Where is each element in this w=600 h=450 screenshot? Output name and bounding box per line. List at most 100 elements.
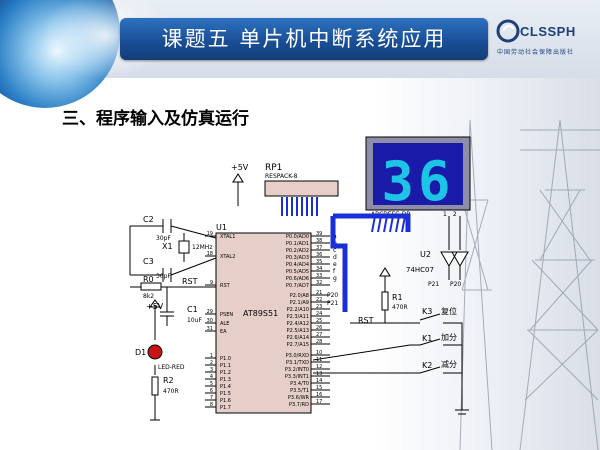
pin-name: P0.7/AD7 [286,283,309,289]
pin-name: P1.1 [220,363,231,369]
pin-number: 22 [316,297,322,303]
pin-name: P3.2/INT0 [285,367,309,373]
u2-label: U2 [420,250,431,259]
pin-number: 24 [316,311,322,317]
oscillator-circuit [129,219,217,421]
pin-number: 17 [316,399,322,405]
pin-name: P2.1/A9 [290,300,309,306]
pin-number: 7 [210,395,213,401]
bus-net-label: g [333,275,337,282]
pin-name: P0.3/AD3 [286,255,309,261]
pin-name: P1.4 [220,384,231,390]
pin-name: P3.6/WR [288,395,310,401]
pin-number: 14 [316,378,322,384]
k1-function: 加分 [441,332,457,342]
rst-right-label: RST [358,316,374,325]
pin-name: P1.3 [220,377,231,383]
pin-name: RST [220,283,231,289]
pin-name: EA [220,329,227,335]
pin-number: 32 [316,280,322,286]
pin-name: PSEN [220,312,233,318]
pin-number: 12 [316,364,322,370]
pin-name: P1.0 [220,356,231,362]
bus-ticks [281,197,406,233]
r1-value: 470R [392,304,408,311]
u1-part: AT89S51 [243,309,278,318]
led-d1-icon [147,344,163,360]
pin-name: P1.6 [220,398,231,404]
u1-name: U1 [216,223,227,232]
u2-type: 74HC07 [406,266,434,274]
pin-name: P2.7/A15 [287,342,309,348]
pin-name: P2.6/A14 [287,335,309,341]
pin-number: 4 [210,374,213,380]
pin-number: 29 [207,309,213,315]
pin-name: P3.0/RXD [286,353,310,359]
pin-number: 6 [210,388,213,394]
pin-number: 25 [316,318,322,324]
pin-number: 21 [316,290,322,296]
pin-name: P3.1/TXD [286,360,309,366]
k2-label: K2 [422,361,432,370]
pin-name: P2.4/A12 [287,321,309,327]
pin-name: P0.0/AD0 [286,234,309,240]
pin-number: 36 [316,252,322,258]
pin-number: 3 [210,367,213,373]
bus-net-label: e [333,261,337,268]
pin-name: P1.7 [220,405,231,411]
r0-value: 8k2 [143,293,154,300]
pin-number: 37 [316,245,322,251]
pin-name: P3.3/INT1 [285,374,309,380]
pin-number: 10 [316,350,322,356]
pin-number: 5 [210,381,213,387]
pin-name: XTAL1 [220,234,235,240]
pin-number: 28 [316,339,322,345]
pin-number: 26 [316,325,322,331]
k2-function: 减分 [441,359,457,369]
vcc-mid: +5V [146,302,164,311]
pin-name: ALE [220,321,229,327]
p21-buffer-label: P21 [428,281,439,288]
pin-number: 33 [316,273,322,279]
c1-label: C1 [187,305,198,314]
p20-label: P20 [327,292,338,299]
pin-name: P0.4/AD4 [286,262,309,268]
pin-name: P0.6/AD6 [286,276,309,282]
x1-value: 12MHz [192,244,212,251]
bus-net-label: c [333,247,336,254]
slide-title: 课题五 单片机中断系统应用 [161,27,447,51]
pin-number: 16 [316,392,322,398]
vcc-top: +5V [231,163,249,172]
pin-number: 1 [210,353,213,359]
resistor-pack-rp1: RP1 RESPACK-8 +5V [231,163,339,206]
pin-name: P3.7/RD [289,402,309,408]
bus-net-label: d [333,254,337,261]
pin-number: 13 [316,371,322,377]
c3-label: C3 [143,257,154,266]
pin-number: 18 [207,251,213,257]
pin-name: P0.2/AD2 [286,248,309,254]
publisher-logo-icon [496,19,520,43]
pin-name: P2.2/A10 [287,307,309,313]
tower-graphic [459,119,600,450]
logo-subtitle: 中国劳动社会保障出版社 [497,49,575,56]
d1-type: LED-RED [158,364,185,371]
rp1-type: RESPACK-8 [265,173,298,180]
d1-label: D1 [135,348,146,357]
k3-function: 复位 [441,306,457,316]
display-digits: 36 [381,150,454,213]
c2-value: 30pF [156,235,171,242]
c2-label: C2 [143,215,154,224]
pin-number: 19 [207,231,213,237]
pin-name: P1.2 [220,370,231,376]
pin-name: P1.5 [220,391,231,397]
seven-segment-display: 36 ABCDEFG DP 12 [365,136,471,218]
p21-label: P21 [327,300,338,307]
section-heading: 三、程序输入及仿真运行 [62,109,249,129]
pin-number: 2 [210,360,213,366]
pin-name: P2.5/A13 [287,328,309,334]
pin-name: P2.3/A11 [287,314,309,320]
